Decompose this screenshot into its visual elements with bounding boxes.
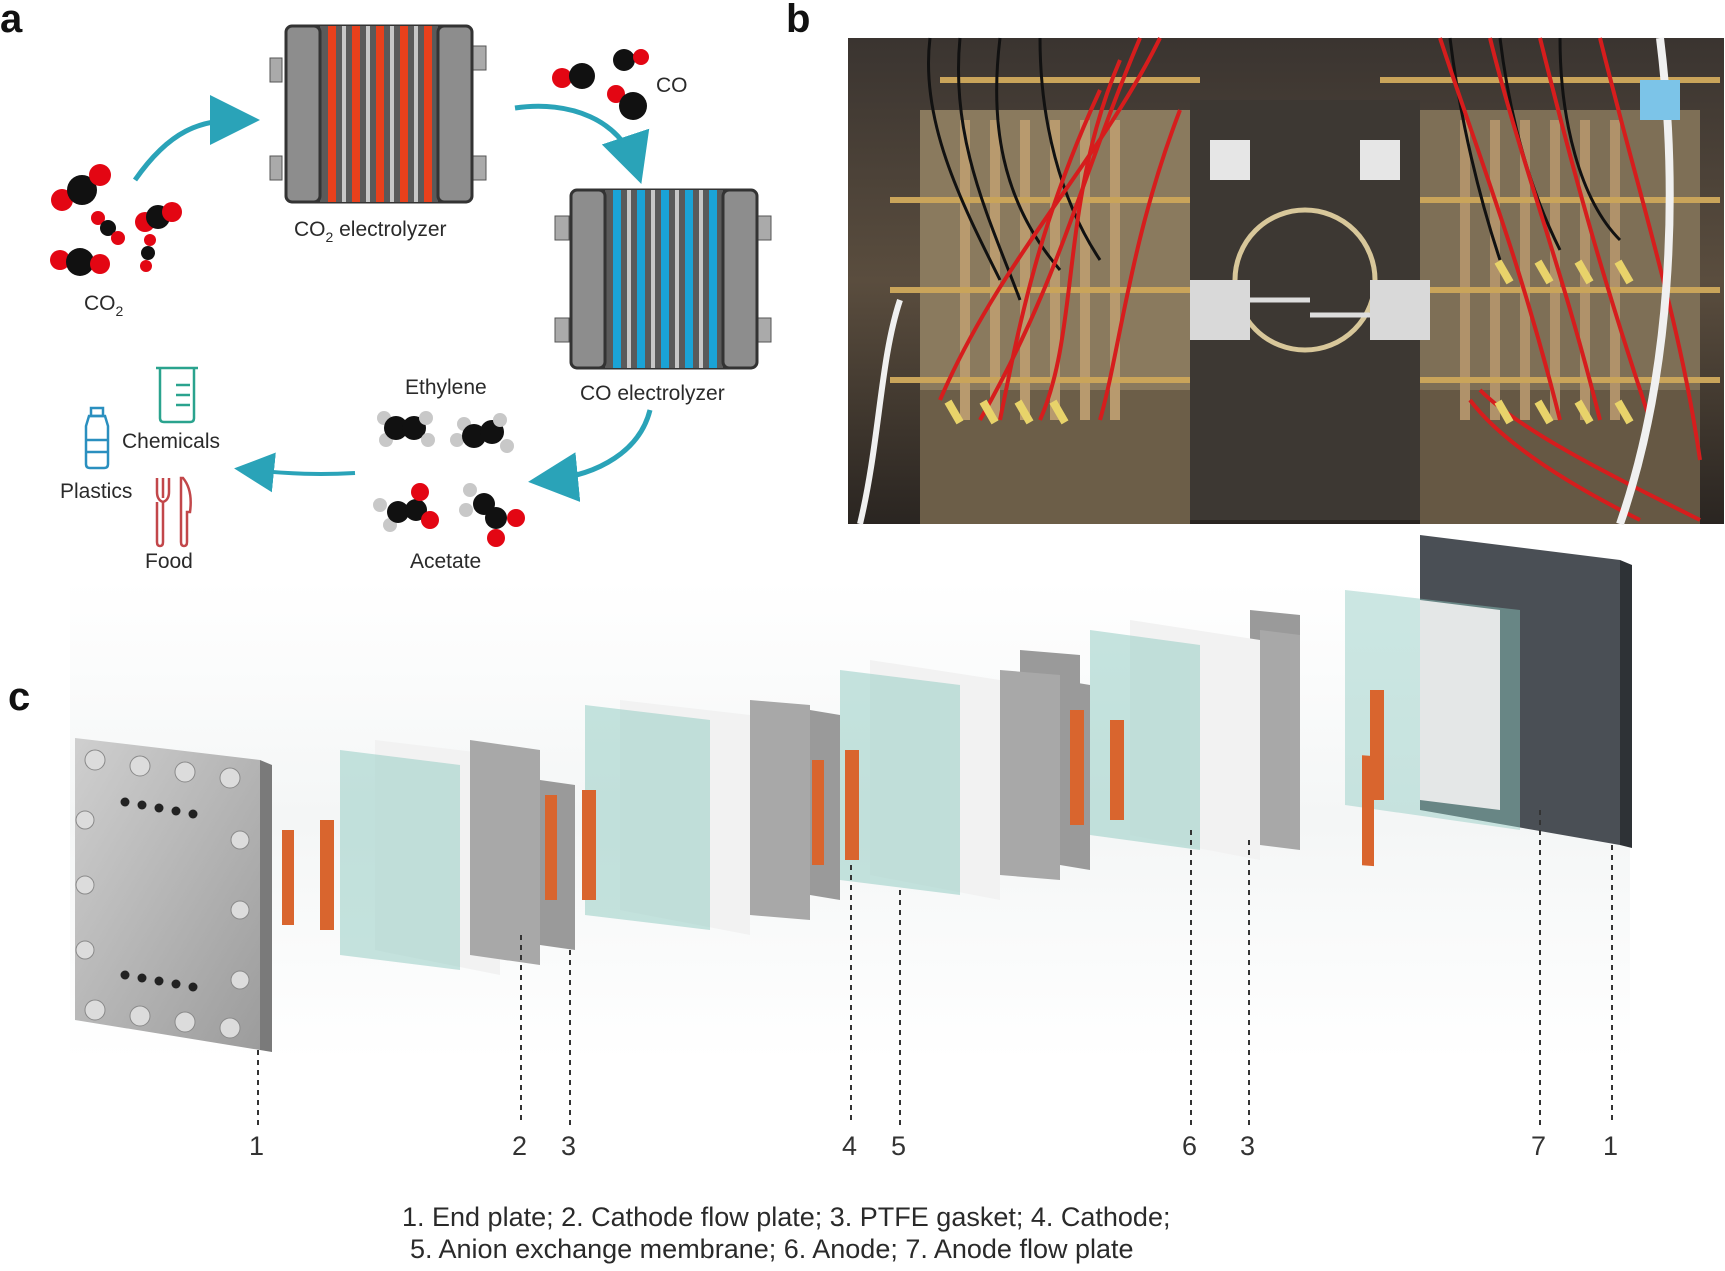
part-number: 3: [1240, 1131, 1255, 1161]
exploded-stack: [75, 535, 1632, 1052]
co2-electrolyzer: [269, 24, 487, 204]
part-number: 6: [1182, 1131, 1197, 1161]
plastics-label: Plastics: [60, 480, 132, 503]
part-number: 4: [842, 1131, 857, 1161]
yellow-connectors: [944, 259, 1634, 425]
cell-group-2: [582, 700, 840, 935]
panel-c-letter: c: [8, 675, 30, 719]
co-molecules: [552, 49, 649, 120]
co-electrolyzer-stripes: [613, 190, 717, 368]
co2-electrolyzer-label: CO2 electrolyzer: [294, 218, 447, 245]
part-number: 5: [891, 1131, 906, 1161]
co2-label: CO2: [84, 292, 124, 319]
parts-legend-line-2: 5. Anion exchange membrane; 6. Anode; 7.…: [410, 1234, 1134, 1264]
chemicals-label: Chemicals: [122, 430, 220, 453]
ethylene-label: Ethylene: [405, 376, 487, 399]
ethylene-molecules: [377, 411, 514, 453]
arrow-to-uses: [234, 452, 356, 493]
black-cables: [926, 37, 1622, 301]
fork-knife-icon: [155, 476, 192, 548]
panel-a-letter: a: [0, 0, 23, 41]
bottle-icon: [84, 406, 110, 470]
acetate-molecules: [373, 483, 525, 547]
cell-group-1: [282, 740, 575, 975]
co-electrolyzer-label: CO electrolyzer: [580, 382, 725, 405]
acetate-label: Acetate: [410, 550, 481, 573]
arrow-to-products: [528, 409, 653, 503]
end-plate-ports: [120, 797, 198, 992]
co2-electrolyzer-stripes: [328, 26, 432, 202]
electrolyzer-stack-photo: [848, 37, 1724, 526]
part-number: 7: [1531, 1131, 1546, 1161]
end-plate-bolts: [75, 749, 250, 1039]
red-cables: [938, 37, 1702, 522]
arrow-to-co-electrolyzer: [514, 103, 650, 184]
part-number: 2: [512, 1131, 527, 1161]
part-numbers: 1 2 3 4 5 6 3 7 1: [249, 1131, 1618, 1161]
parts-legend-line-1: 1. End plate; 2. Cathode flow plate; 3. …: [402, 1202, 1170, 1232]
part-number: 1: [249, 1131, 264, 1161]
panel-b-letter: b: [786, 0, 810, 41]
part-number: 3: [561, 1131, 576, 1161]
food-label: Food: [145, 550, 193, 573]
co-label: CO: [656, 74, 688, 97]
arrow-co2-to-electrolyzer: [132, 95, 260, 182]
cell-group-3: [840, 660, 1090, 900]
beaker-icon: [156, 366, 198, 424]
cathode-end-plate: [75, 738, 260, 1050]
co2-molecules: [50, 164, 182, 276]
co-electrolyzer: [554, 188, 772, 370]
part-number: 1: [1603, 1131, 1618, 1161]
leader-lines: [257, 810, 1613, 1125]
